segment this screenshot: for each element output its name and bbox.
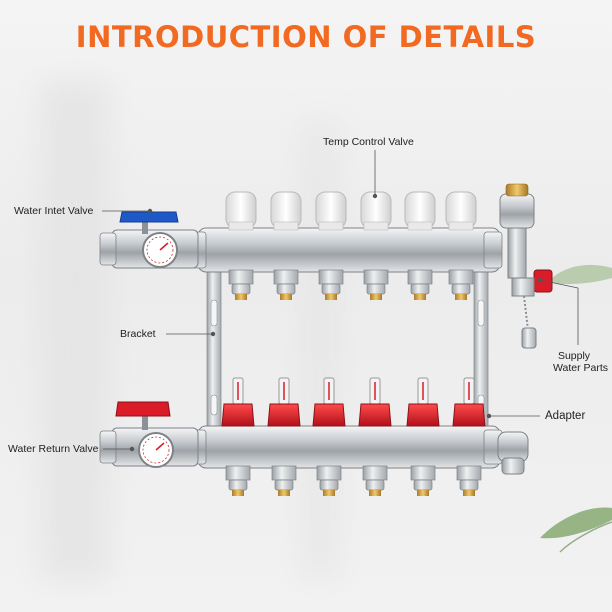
water-inlet-ball-valve bbox=[99, 211, 199, 269]
bracket-left bbox=[206, 267, 222, 429]
flow-meters bbox=[221, 377, 486, 427]
return-outlet-fittings bbox=[225, 465, 482, 496]
water-return-ball-valve bbox=[99, 401, 199, 468]
callout-lines bbox=[102, 150, 579, 452]
label-water-return-valve: Water Return Valve bbox=[8, 443, 99, 455]
supply-outlet-fittings bbox=[228, 269, 474, 300]
label-temp-control-valve: Temp Control Valve bbox=[323, 136, 414, 148]
label-bracket: Bracket bbox=[120, 328, 156, 340]
supply-air-vent bbox=[499, 183, 553, 349]
page-title: INTRODUCTION OF DETAILS bbox=[75, 20, 537, 54]
label-water-inlet-valve: Water Intet Valve bbox=[14, 205, 94, 217]
label-supply-water-parts: Supply Water Parts bbox=[540, 350, 608, 374]
supply-manifold-bar bbox=[191, 227, 503, 273]
label-supply-water-parts-line2: Water Parts bbox=[552, 362, 608, 374]
temp-control-caps bbox=[225, 191, 477, 231]
label-supply-water-parts-line1: Supply bbox=[557, 350, 591, 362]
label-adapter: Adapter bbox=[545, 410, 586, 422]
